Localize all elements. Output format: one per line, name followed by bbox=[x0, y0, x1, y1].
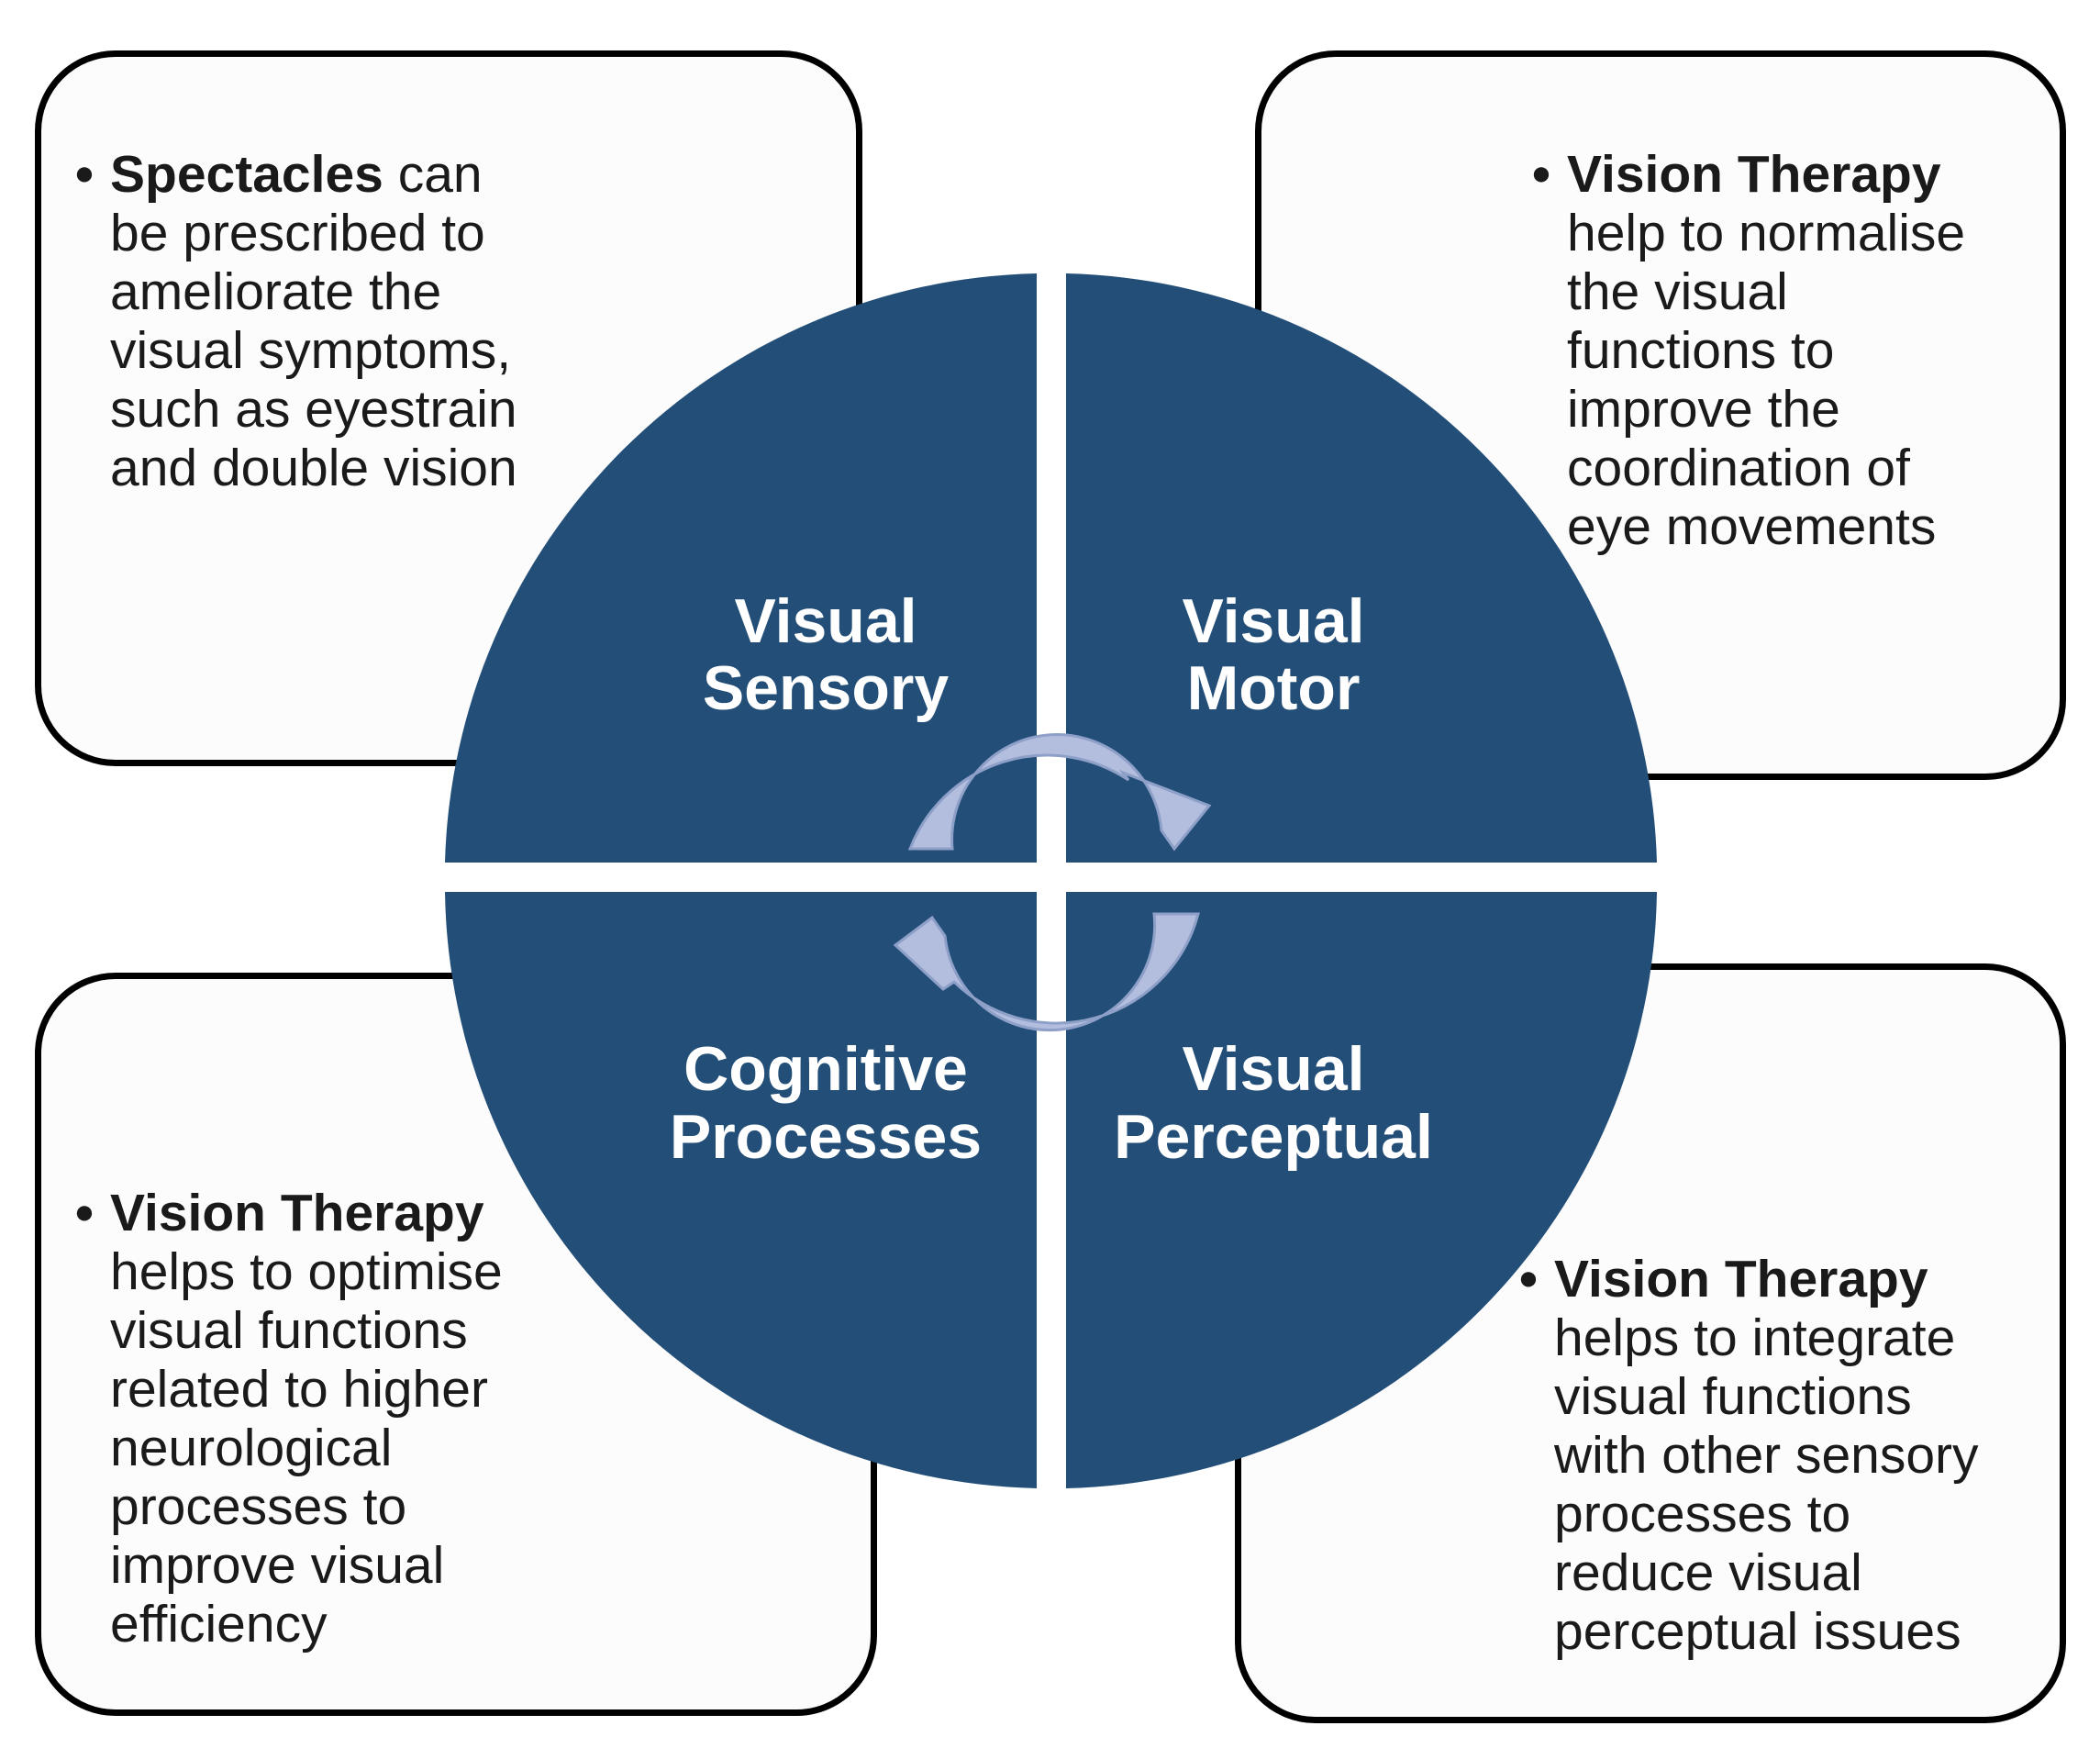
text-line: neurological bbox=[110, 1419, 393, 1477]
text-line: related to higher bbox=[110, 1360, 488, 1419]
lead-vision-therapy: Vision Therapy bbox=[1567, 145, 1941, 204]
text-line: help to normalise bbox=[1567, 204, 1966, 262]
text-bottom-left: • Vision Therapy helps to optimise visual… bbox=[75, 1184, 503, 1653]
quadrant-visual-perceptual bbox=[1066, 892, 1657, 1488]
text-line: perceptual issues bbox=[1554, 1602, 1961, 1661]
quadrant-label-tl-line1: Visual bbox=[734, 586, 917, 656]
text-line: visual functions bbox=[1554, 1367, 1912, 1426]
text-bottom-right: • Vision Therapy helps to integrate visua… bbox=[1519, 1250, 1979, 1661]
text-top-left: • Spectacles can be prescribed to amelior… bbox=[75, 145, 517, 497]
quadrant-label-br-line2: Perceptual bbox=[1114, 1102, 1433, 1172]
text-line: ameliorate the bbox=[110, 262, 442, 321]
text-line: visual symptoms, bbox=[110, 321, 512, 380]
text-top-right: • Vision Therapy help to normalise the vi… bbox=[1532, 145, 1966, 556]
lead-vision-therapy: Vision Therapy bbox=[110, 1184, 484, 1242]
text-line: coordination of bbox=[1567, 439, 1910, 497]
quadrant-label-br-line1: Visual bbox=[1182, 1034, 1364, 1104]
text-line: efficiency bbox=[110, 1595, 328, 1653]
lead-vision-therapy: Vision Therapy bbox=[1554, 1250, 1928, 1308]
quadrant-label-bl-line2: Processes bbox=[670, 1102, 982, 1172]
quadrant-visual-sensory bbox=[445, 273, 1037, 863]
cycle-arrow-clockwise-icon bbox=[907, 733, 1212, 852]
quadrant-label-bl-line1: Cognitive bbox=[683, 1034, 968, 1104]
text-line: can bbox=[397, 145, 483, 204]
text-line: be prescribed to bbox=[110, 204, 485, 262]
text-line: helps to optimise bbox=[110, 1242, 503, 1301]
bullet-icon: • bbox=[75, 145, 94, 204]
quadrant-label-tl-line2: Sensory bbox=[703, 653, 950, 723]
text-line: and double vision bbox=[110, 439, 517, 497]
text-line: functions to bbox=[1567, 321, 1835, 380]
lead-spectacles: Spectacles bbox=[110, 145, 383, 204]
quadrant-visual-motor bbox=[1066, 273, 1657, 863]
text-line: eye movements bbox=[1567, 497, 1937, 556]
bullet-icon: • bbox=[75, 1184, 94, 1242]
text-line: processes to bbox=[1554, 1485, 1851, 1543]
text-line: helps to integrate bbox=[1554, 1308, 1956, 1367]
text-line: such as eyestrain bbox=[110, 380, 517, 439]
bullet-icon: • bbox=[1532, 145, 1550, 204]
text-line: reduce visual bbox=[1554, 1543, 1862, 1602]
text-line: the visual bbox=[1567, 262, 1788, 321]
quadrant-cognitive-processes bbox=[445, 892, 1037, 1488]
text-line: improve the bbox=[1567, 380, 1840, 439]
text-line: with other sensory bbox=[1554, 1426, 1979, 1485]
text-line: visual functions bbox=[110, 1301, 468, 1360]
quadrant-label-tr-line2: Motor bbox=[1187, 653, 1361, 723]
text-line: processes to bbox=[110, 1477, 407, 1536]
bullet-icon: • bbox=[1519, 1250, 1538, 1308]
quadrant-label-tr-line1: Visual bbox=[1182, 586, 1364, 656]
cycle-arrow-return-icon bbox=[893, 912, 1200, 1032]
text-line: improve visual bbox=[110, 1536, 445, 1595]
